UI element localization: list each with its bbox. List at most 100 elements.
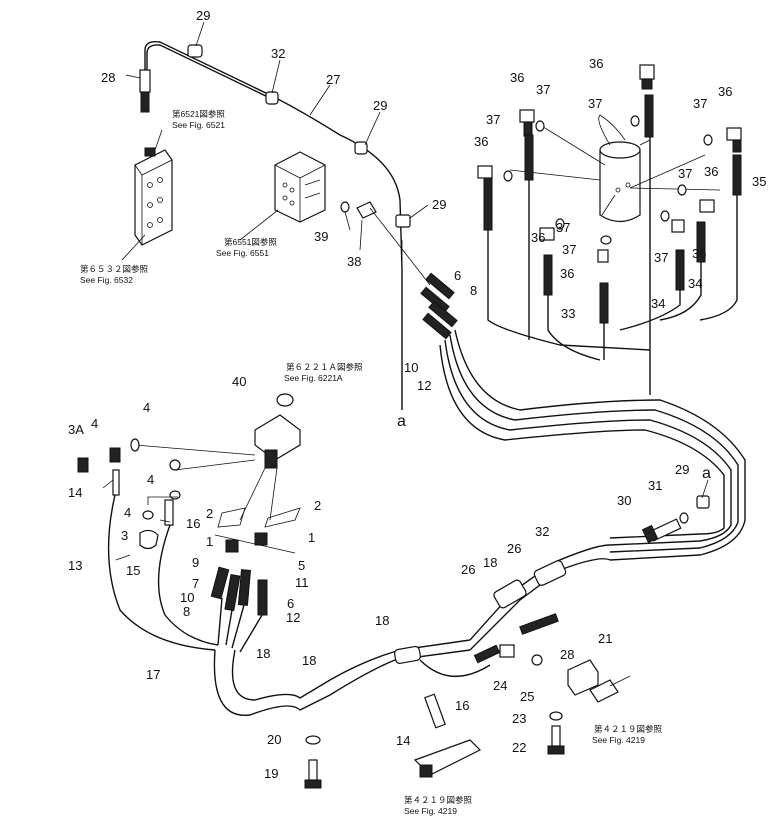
ref-4219-en: See Fig. 4219 — [592, 735, 645, 745]
clip-40 — [276, 393, 294, 407]
ref-6521-jp: 第6521図参照 — [172, 109, 225, 119]
callout-4: 4 — [143, 400, 150, 415]
callout-32: 32 — [535, 524, 549, 539]
callout-18: 18 — [302, 653, 316, 668]
callout-18: 18 — [483, 555, 497, 570]
callout-4: 4 — [91, 416, 98, 431]
callout-6: 6 — [287, 596, 294, 611]
callout-a: a — [397, 413, 406, 430]
callout-8: 8 — [470, 283, 477, 298]
clamp-29-lower — [696, 495, 710, 509]
hose-guard-17-18 — [213, 544, 611, 716]
callout-36: 36 — [589, 56, 603, 71]
callout-27: 27 — [326, 72, 340, 87]
callout-5: 5 — [298, 558, 305, 573]
hose-ends-left-group — [77, 447, 268, 616]
callout-17: 17 — [146, 667, 160, 682]
accumulator — [598, 114, 641, 223]
callout-14: 14 — [68, 485, 82, 500]
callout-6: 6 — [454, 268, 461, 283]
callout-39: 39 — [314, 229, 328, 244]
ref-6521-en: See Fig. 6521 — [172, 120, 225, 130]
callout-14: 14 — [396, 733, 410, 748]
leader-lines — [102, 21, 709, 561]
upper-hose-bundle — [439, 137, 746, 561]
ref-4219-en: See Fig. 4219 — [404, 806, 457, 816]
callout-36: 36 — [531, 230, 545, 245]
fitting-24-25 — [499, 644, 543, 666]
callout-33: 33 — [561, 306, 575, 321]
callout-21: 21 — [598, 631, 612, 646]
valve-block-6551 — [274, 151, 326, 223]
hose-28-lower — [519, 613, 559, 635]
callout-a: a — [702, 465, 711, 482]
clamp-32-top — [265, 91, 279, 105]
callout-34: 34 — [688, 276, 702, 291]
reference-notes: 第6521図参照 See Fig. 6521 第6551図参照 See Fig.… — [80, 109, 663, 816]
callout-29: 29 — [675, 462, 689, 477]
callout-37: 37 — [562, 242, 576, 257]
callout-16: 16 — [455, 698, 469, 713]
clamp-29-mid — [354, 141, 368, 155]
bolt-22-washer-23 — [547, 711, 565, 755]
callout-36: 36 — [560, 266, 574, 281]
ref-6221a-en: See Fig. 6221A — [284, 373, 343, 383]
callout-24: 24 — [493, 678, 507, 693]
clamp-29-right — [395, 214, 411, 228]
callout-25: 25 — [520, 689, 534, 704]
callout-20: 20 — [267, 732, 281, 747]
hose-ends-33-34-35 — [483, 94, 742, 324]
block-21 — [567, 659, 631, 703]
oring-37-set — [503, 115, 713, 245]
callout-32: 32 — [271, 46, 285, 61]
callout-1: 1 — [206, 534, 213, 549]
callout-36: 36 — [510, 70, 524, 85]
callout-18: 18 — [375, 613, 389, 628]
callout-4: 4 — [124, 505, 131, 520]
callout-18: 18 — [256, 646, 270, 661]
callout-31: 31 — [648, 478, 662, 493]
callout-labels: 29 28 32 27 29 29 39 38 6 8 10 12 a 36 3… — [68, 8, 766, 781]
ref-6532-jp: 第６５３２図参照 — [80, 264, 149, 274]
clamp-29-top — [187, 44, 203, 58]
callout-40: 40 — [232, 374, 246, 389]
quick-couplers-6-8-10-12-top — [394, 239, 458, 340]
ref-6221a-jp: 第６２２１Ａ図参照 — [286, 362, 363, 372]
callout-36: 36 — [692, 246, 706, 261]
ref-6551-en: See Fig. 6551 — [216, 248, 269, 258]
callout-37: 37 — [556, 220, 570, 235]
callout-29: 29 — [196, 8, 210, 23]
callout-12: 12 — [286, 610, 300, 625]
hose-13-15-bundle — [107, 494, 263, 653]
callout-8: 8 — [183, 604, 190, 619]
callout-37: 37 — [678, 166, 692, 181]
callout-30: 30 — [617, 493, 631, 508]
oring-39 — [340, 201, 350, 213]
callout-34: 34 — [651, 296, 665, 311]
bolt-30 — [641, 518, 682, 544]
callout-11: 11 — [295, 575, 309, 590]
callout-26: 26 — [461, 562, 475, 577]
callout-37: 37 — [588, 96, 602, 111]
callout-2: 2 — [314, 498, 321, 513]
callout-13: 13 — [68, 558, 82, 573]
callout-35: 35 — [752, 174, 766, 189]
callout-36: 36 — [704, 164, 718, 179]
elbow-fitting-28 — [139, 69, 151, 113]
callout-37: 37 — [693, 96, 707, 111]
bolt-19-washer-20 — [304, 735, 322, 789]
callout-9: 9 — [192, 555, 199, 570]
connector-38 — [356, 201, 396, 241]
callout-10: 10 — [180, 590, 194, 605]
callout-36: 36 — [718, 84, 732, 99]
callout-37: 37 — [654, 250, 668, 265]
callout-29: 29 — [432, 197, 446, 212]
callout-3A: 3A — [68, 422, 84, 437]
ref-4219-jp: 第４２１９図参照 — [594, 724, 663, 734]
callout-37: 37 — [536, 82, 550, 97]
washer-31 — [679, 512, 689, 524]
plate-2 — [217, 507, 301, 528]
callout-3: 3 — [121, 528, 128, 543]
